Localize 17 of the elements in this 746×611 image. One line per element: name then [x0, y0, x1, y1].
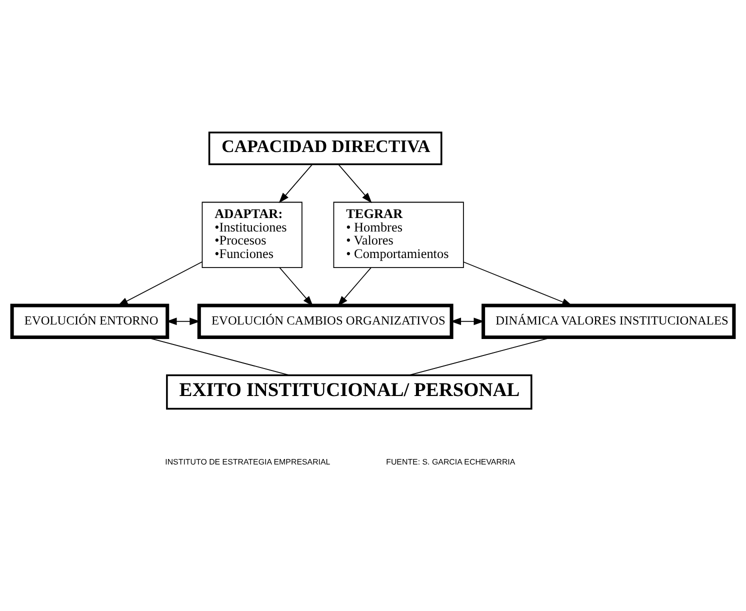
arrow	[117, 261, 202, 306]
arrow	[463, 262, 573, 306]
arrow	[278, 164, 313, 204]
label: FUENTE: S. GARCIA ECHEVARRIA	[386, 458, 516, 467]
node-box: DINÁMICA VALORES INSTITUCIONALES	[482, 304, 736, 340]
arrow	[338, 164, 372, 204]
node-box: EXITO INSTITUCIONAL/ PERSONAL	[166, 374, 532, 410]
node-box: ADAPTAR: •Instituciones •Procesos •Funciones	[202, 202, 302, 268]
arrow	[279, 267, 314, 306]
arrow	[450, 318, 484, 326]
arrow	[166, 318, 200, 326]
label: INSTITUTO DE ESTRATEGIA EMPRESARIAL	[165, 458, 330, 467]
node-box: EVOLUCIÓN ENTORNO	[10, 304, 170, 340]
node-box: TEGRAR • Hombres • Valores • Comportamientos	[333, 202, 464, 268]
arrow	[338, 267, 372, 306]
node-box: CAPACIDAD DIRECTIVA	[208, 132, 442, 166]
node-box: EVOLUCIÓN CAMBIOS ORGANIZATIVOS	[197, 304, 454, 340]
